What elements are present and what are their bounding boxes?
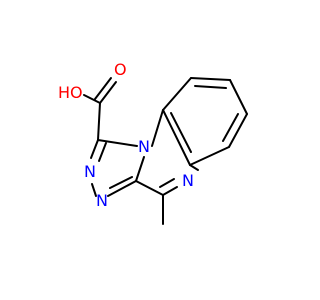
bond-n9-c3a: [135, 156, 145, 182]
bond-n2-n3: [91, 183, 97, 197]
atom-labels: O HO N N N N: [58, 60, 194, 210]
bond-c6-c5a: [189, 146, 230, 166]
bond-c1-n9: [97, 139, 138, 147]
bond-c1-n2: [90, 139, 99, 159]
bond-c9a-c9: [162, 77, 192, 111]
bond-c4-n5: [162, 186, 178, 196]
atom-nitrogen-bridgehead: N: [138, 137, 150, 156]
bond-c7-c6: [228, 113, 248, 148]
bond-c-o-double-b: [94, 77, 112, 100]
structure-canvas: O HO N N N N: [58, 60, 248, 225]
bond-n9-c9a: [151, 109, 164, 147]
atom-nitrogen-pyrazine: N: [182, 171, 194, 190]
bond-lines: [83, 77, 248, 225]
bond-c9-c8: [190, 77, 231, 81]
bond-c1-n2-double: [98, 142, 107, 162]
bond-c8-c7: [229, 79, 248, 115]
bond-n3-c3a-double: [109, 176, 133, 189]
bond-c9-c8-double: [194, 85, 227, 89]
bond-c-oh: [83, 94, 101, 104]
atom-nitrogen-triazole-b: N: [96, 191, 108, 210]
atom-nitrogen-triazole-a: N: [84, 162, 96, 181]
bond-c-o-double-a: [99, 81, 117, 104]
bond-c7-c6-double: [222, 113, 239, 142]
bond-c9a-c5a: [162, 109, 191, 166]
atom-hydroxyl: HO: [58, 83, 83, 102]
molecule-structure: O HO N N N N: [58, 60, 248, 225]
bond-c3a-c4: [135, 180, 164, 196]
bond-c1-cooh: [97, 102, 101, 141]
bond-c9a-c5a-inner: [170, 112, 192, 153]
bond-c4-n5-double: [159, 178, 175, 188]
bond-n3-c3a: [107, 180, 137, 197]
atom-oxygen-carbonyl: O: [114, 60, 127, 79]
bond-n5-c5a: [189, 164, 199, 171]
